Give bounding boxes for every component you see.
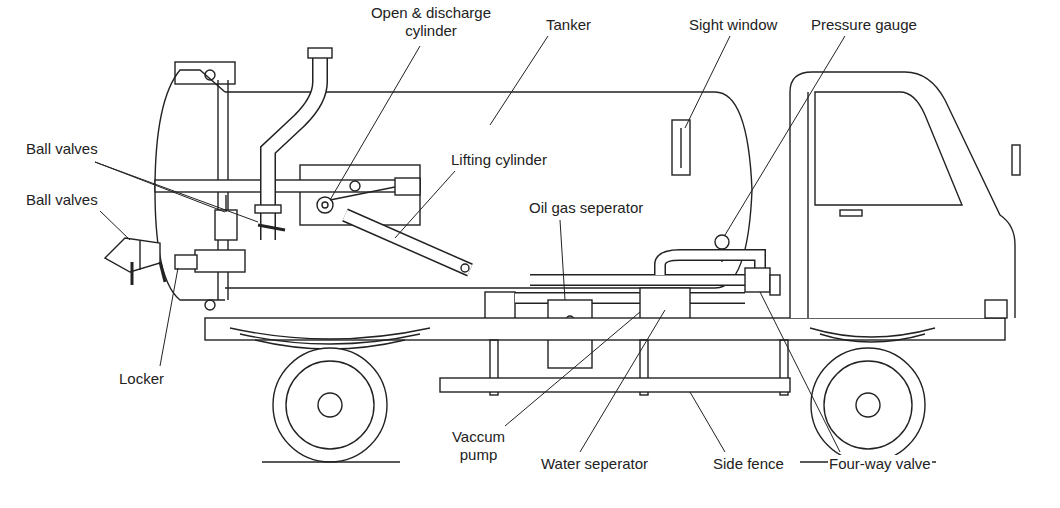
part-label: Pressure gauge bbox=[810, 16, 918, 34]
part-label: Ball valves bbox=[25, 191, 99, 209]
part-label: Locker bbox=[118, 370, 165, 388]
part-label: Tanker bbox=[545, 16, 592, 34]
part-label: Lifting cylinder bbox=[450, 151, 548, 169]
part-label: Sight window bbox=[688, 16, 778, 34]
part-label: Four-way valve bbox=[828, 455, 932, 473]
part-label: Open & discharge cylinder bbox=[355, 4, 507, 40]
part-label: Ball valves bbox=[25, 140, 99, 158]
part-label: Water seperator bbox=[540, 455, 649, 473]
part-label: Side fence bbox=[712, 455, 785, 473]
part-label: Vaccum pump bbox=[440, 428, 517, 464]
part-label: Oil gas seperator bbox=[528, 199, 644, 217]
